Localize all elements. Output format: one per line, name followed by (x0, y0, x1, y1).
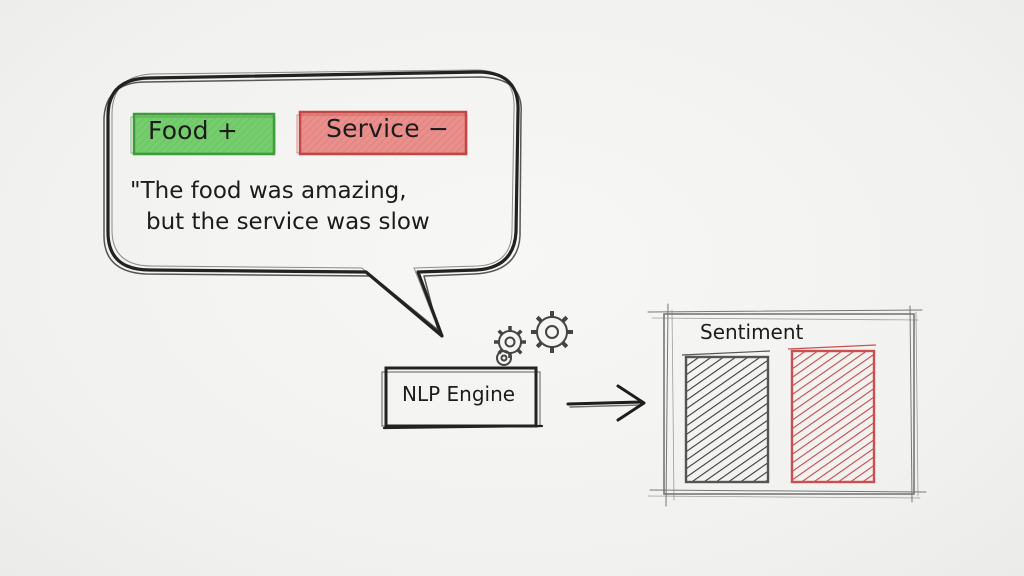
gears-icon (494, 311, 573, 366)
sentiment-bars (681, 344, 877, 484)
food-tag (130, 112, 276, 156)
speech-bubble-outline-3 (111, 69, 515, 335)
food-tag-label: Food + (148, 116, 239, 145)
sentiment-frame (647, 303, 927, 507)
service-tag-label: Service − (326, 114, 450, 143)
sentiment-bar-top-1 (681, 350, 771, 356)
nlp-engine-shadow (382, 424, 544, 430)
large-gear-icon (531, 311, 573, 353)
sentiment-bar-1 (686, 357, 768, 482)
sentiment-bar-outline-1 (684, 355, 770, 484)
tiny-gear-icon (496, 350, 512, 366)
speech-bubble-outline-2 (103, 76, 522, 331)
nlp-engine-label: NLP Engine (402, 382, 516, 406)
sentiment-bar-top-2 (787, 344, 877, 350)
arrow-right-icon (566, 384, 646, 422)
sentiment-bar-outline-2 (790, 349, 876, 484)
speech-bubble-outline (106, 70, 520, 338)
sentiment-bar-2 (792, 351, 874, 482)
speech-bubble (103, 69, 522, 338)
quote-line-2: but the service was slow (146, 209, 430, 235)
food-tag-sketch (130, 116, 276, 154)
sentiment-frame-outline (663, 313, 915, 495)
service-tag-hatch (300, 112, 466, 154)
quote-line-1: "The food was amazing, (130, 178, 407, 204)
service-tag-sketch (296, 114, 468, 154)
service-tag (296, 110, 468, 156)
food-tag-hatch (134, 114, 274, 154)
nlp-engine-box (381, 366, 544, 430)
sentiment-title: Sentiment (700, 320, 804, 344)
